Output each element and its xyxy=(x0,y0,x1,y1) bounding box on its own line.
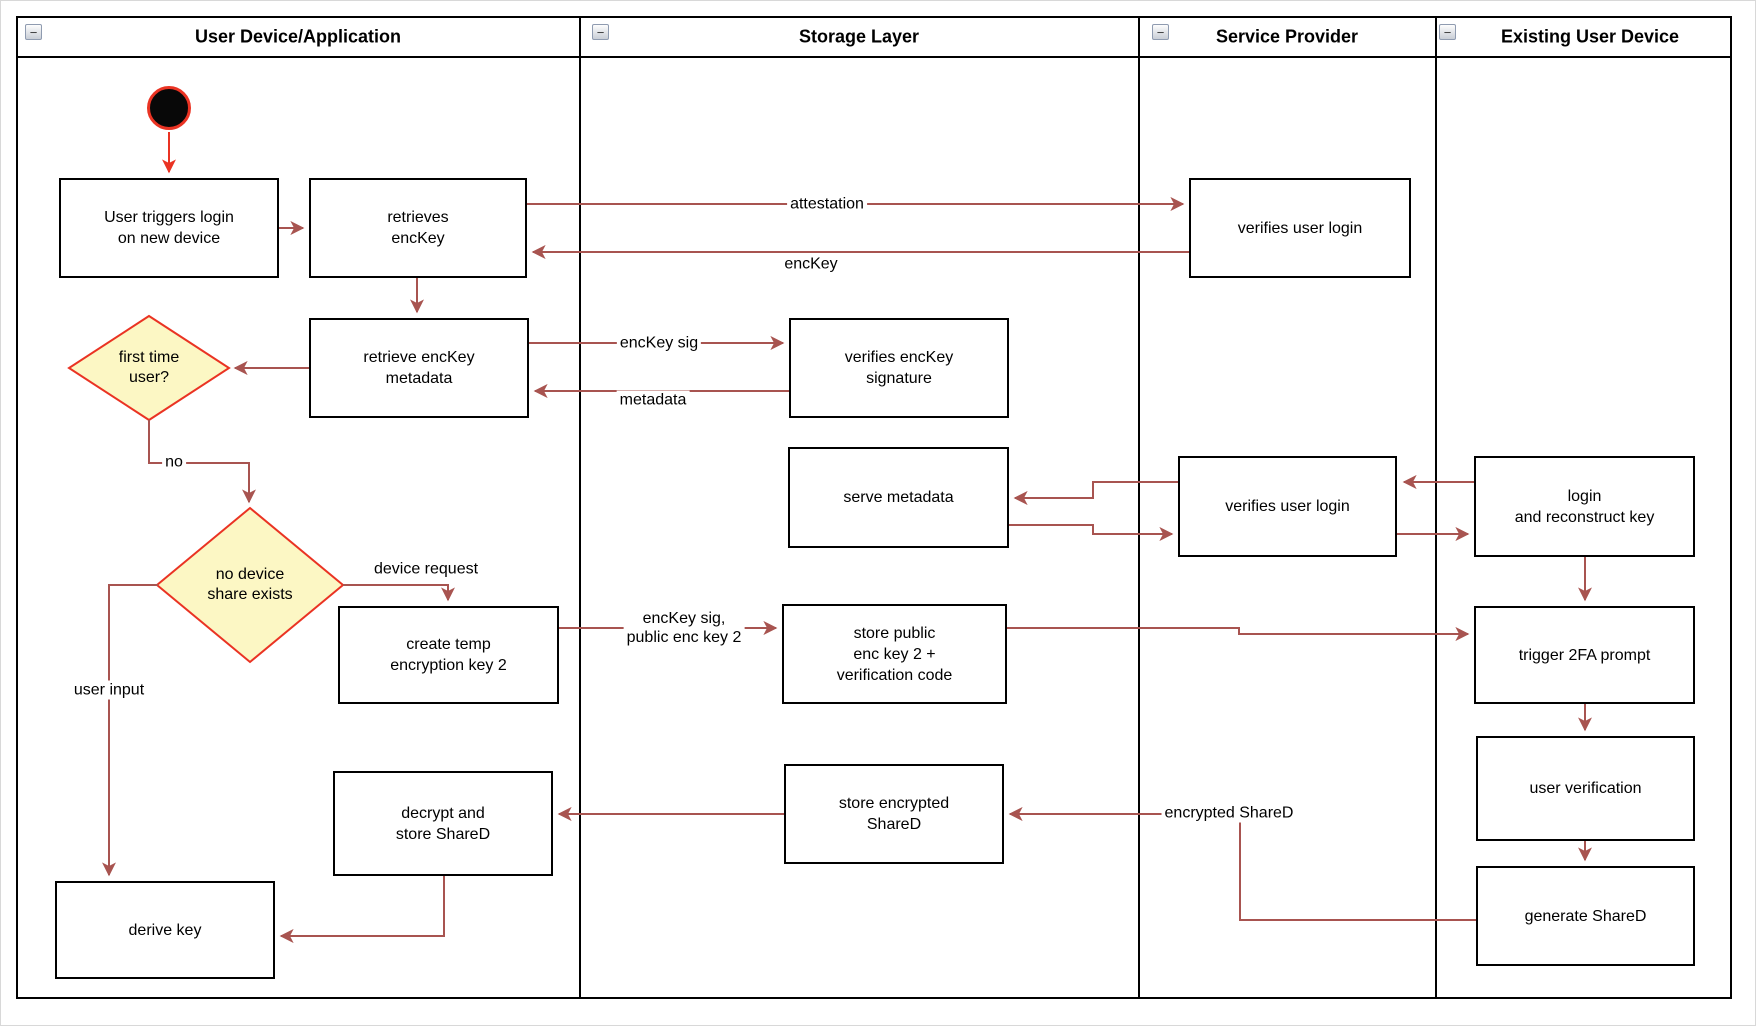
edge-label-attestation[interactable]: attestation xyxy=(787,194,867,214)
edge-label-encrypted-shared[interactable]: encrypted ShareD xyxy=(1161,803,1297,823)
activity-node-text: metadata xyxy=(385,370,453,387)
activity-node-text: derive key xyxy=(128,921,202,939)
activity-node-text: retrieve encKey xyxy=(363,349,475,366)
activity-node-serve-metadata[interactable]: serve metadata xyxy=(788,447,1009,548)
activity-node-text: verifies user login xyxy=(1237,219,1363,237)
user-input-edge[interactable] xyxy=(102,584,158,877)
activity-node-text: signature xyxy=(866,370,932,387)
activity-node-text: enc key 2 + xyxy=(853,645,936,663)
activity-node-verifies-enckey-signature[interactable]: verifies encKey signature xyxy=(789,318,1009,418)
swimlane-pool xyxy=(16,16,1732,999)
activity-node-user-triggers-login[interactable]: User triggers login on new device xyxy=(59,178,279,278)
collapse-lane-icon-service-provider[interactable]: − xyxy=(1152,24,1169,40)
activity-node-text: retrieves xyxy=(387,209,449,226)
activity-node-text: serve metadata xyxy=(843,489,954,506)
activity-node-login-reconstruct-key[interactable]: login and reconstruct key xyxy=(1474,456,1695,557)
collapse-lane-icon-storage-layer[interactable]: − xyxy=(592,24,609,40)
activity-node-text: verifies encKey xyxy=(844,349,954,366)
activity-node-text: encKey xyxy=(391,230,445,247)
lane-divider-3 xyxy=(1435,16,1437,999)
start-node[interactable] xyxy=(147,86,191,130)
activity-node-text: generate ShareD xyxy=(1524,907,1647,925)
activity-node-text: store encrypted xyxy=(838,795,950,812)
no-branch-edge[interactable] xyxy=(148,420,256,504)
lane-header-storage-layer: Storage Layer xyxy=(798,26,920,47)
edge-label-enckey-sig[interactable]: encKey sig xyxy=(616,333,702,353)
lane-divider-2 xyxy=(1138,16,1140,999)
activity-node-text: store public xyxy=(853,624,936,642)
activity-node-decrypt-store-shared[interactable]: decrypt and store ShareD xyxy=(333,771,553,876)
serve-to-verifies-edge[interactable] xyxy=(1009,524,1174,541)
activity-node-text: verification code xyxy=(836,666,953,684)
activity-node-text: encryption key 2 xyxy=(390,657,507,674)
activity-node-create-temp-key[interactable]: create temp encryption key 2 xyxy=(338,606,559,704)
lane-header-user-device: User Device/Application xyxy=(194,26,402,47)
edge-label-enckey-sig-public[interactable]: encKey sig, public enc key 2 xyxy=(623,609,745,647)
decision-no-device-share[interactable] xyxy=(155,506,345,664)
verifies-to-serve-edge[interactable] xyxy=(1013,481,1178,505)
edge-label-enckey[interactable]: encKey xyxy=(781,254,841,274)
edge-label-metadata[interactable]: metadata xyxy=(616,390,690,410)
edge-label-user-input[interactable]: user input xyxy=(70,680,148,700)
activity-node-store-public-key[interactable]: store public enc key 2 + verification code xyxy=(782,604,1007,704)
activity-node-text: and reconstruct key xyxy=(1514,508,1655,526)
activity-node-text: login xyxy=(1567,487,1602,505)
lane-header-service-provider: Service Provider xyxy=(1215,26,1359,47)
activity-node-text: on new device xyxy=(117,230,221,247)
activity-node-text: verifies user login xyxy=(1225,498,1350,515)
activity-node-derive-key[interactable]: derive key xyxy=(55,881,275,979)
lane-header-existing-user-device: Existing User Device xyxy=(1500,26,1680,47)
activity-node-text: create temp xyxy=(406,636,491,653)
activity-node-text: trigger 2FA prompt xyxy=(1518,646,1651,664)
activity-node-verifies-user-login-1[interactable]: verifies user login xyxy=(1189,178,1411,278)
activity-node-text: User triggers login xyxy=(104,209,234,226)
lane-divider-1 xyxy=(579,16,581,999)
activity-node-text: ShareD xyxy=(866,816,922,833)
encrypted-shared-edge[interactable] xyxy=(1008,807,1476,921)
collapse-lane-icon-existing-user-device[interactable]: − xyxy=(1439,24,1456,40)
store-public-to-2fa-edge[interactable] xyxy=(1007,627,1470,641)
activity-node-generate-shared[interactable]: generate ShareD xyxy=(1476,866,1695,966)
activity-node-verifies-user-login-2[interactable]: verifies user login xyxy=(1178,456,1397,557)
collapse-lane-icon-user-device[interactable]: − xyxy=(25,24,42,40)
activity-node-text: decrypt and xyxy=(401,804,485,822)
activity-node-retrieve-enckey-metadata[interactable]: retrieve encKey metadata xyxy=(309,318,529,418)
device-request-edge[interactable] xyxy=(343,584,455,602)
edge-label-device-request[interactable]: device request xyxy=(370,559,482,579)
activity-node-retrieves-enckey[interactable]: retrieves encKey xyxy=(309,178,527,278)
lane-header-divider xyxy=(16,56,1732,58)
activity-node-user-verification[interactable]: user verification xyxy=(1476,736,1695,841)
decision-label-no-device-share: no device share exists xyxy=(207,566,293,603)
edge-label-no[interactable]: no xyxy=(162,452,186,472)
activity-node-text: store ShareD xyxy=(395,825,491,843)
decrypt-to-derive-edge[interactable] xyxy=(279,876,445,943)
activity-node-text: user verification xyxy=(1529,780,1642,797)
decision-label-first-time-user: first time user? xyxy=(118,349,180,386)
activity-node-trigger-2fa[interactable]: trigger 2FA prompt xyxy=(1474,606,1695,704)
